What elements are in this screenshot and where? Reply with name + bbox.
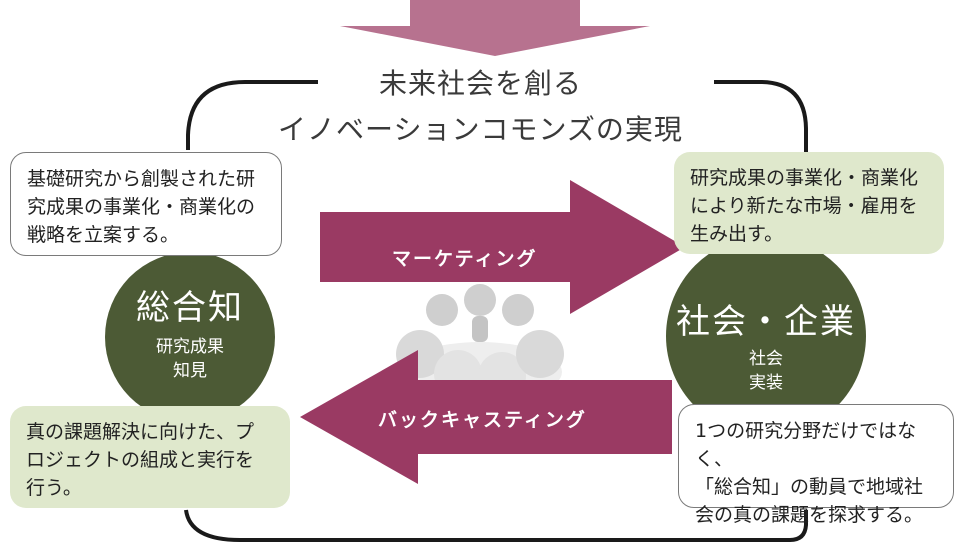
society-circle: 社会・企業 社会 実装 bbox=[666, 236, 866, 436]
left-top-line-1: 基礎研究から創製された研 bbox=[27, 168, 256, 190]
backcasting-label: バックキャスティング bbox=[378, 409, 587, 431]
right-top-line-3: 生み出す。 bbox=[690, 223, 784, 245]
right-bottom-line-1: 1つの研究分野だけではなく、 bbox=[695, 420, 917, 470]
left-bottom-line-1: 真の課題解決に向けた、プ bbox=[26, 421, 255, 443]
sogochi-sub-1: 研究成果 bbox=[156, 337, 224, 357]
left-top-line-3: 戦略を立案する。 bbox=[27, 224, 180, 246]
marketing-arrow bbox=[320, 180, 685, 314]
right-bottom-line-2: 「総合知」の動員で地域社 bbox=[695, 476, 924, 498]
left-bottom-line-3: 行う。 bbox=[26, 477, 82, 499]
sogochi-sub-2: 知見 bbox=[173, 361, 207, 381]
right-top-textbox: 研究成果の事業化・商業化 により新たな市場・雇用を 生み出す。 bbox=[674, 152, 944, 254]
right-top-line-2: により新たな市場・雇用を bbox=[690, 195, 918, 217]
right-bottom-line-3: 会の真の課題を探求する。 bbox=[695, 504, 924, 526]
sogochi-title: 総合知 bbox=[136, 288, 244, 328]
sogochi-circle: 総合知 研究成果 知見 bbox=[105, 252, 275, 422]
left-bottom-textbox: 真の課題解決に向けた、プ ロジェクトの組成と実行を 行う。 bbox=[10, 406, 290, 508]
backcasting-arrow bbox=[300, 350, 672, 484]
left-top-line-2: 究成果の事業化・商業化の bbox=[27, 196, 256, 218]
marketing-label: マーケティング bbox=[392, 248, 538, 270]
society-title: 社会・企業 bbox=[676, 302, 856, 342]
right-top-line-1: 研究成果の事業化・商業化 bbox=[690, 167, 919, 189]
diagram-title-line2: イノベーションコモンズの実現 bbox=[278, 113, 683, 146]
diagram-title-line1: 未来社会を創る bbox=[378, 67, 582, 100]
society-sub-1: 社会 bbox=[749, 349, 783, 369]
down-arrow-icon bbox=[340, 0, 650, 56]
left-top-textbox: 基礎研究から創製された研 究成果の事業化・商業化の 戦略を立案する。 bbox=[10, 152, 282, 256]
society-sub-2: 実装 bbox=[749, 373, 783, 393]
left-bottom-line-2: ロジェクトの組成と実行を bbox=[26, 449, 255, 471]
right-bottom-textbox: 1つの研究分野だけではなく、 「総合知」の動員で地域社 会の真の課題を探求する。 bbox=[678, 404, 954, 526]
